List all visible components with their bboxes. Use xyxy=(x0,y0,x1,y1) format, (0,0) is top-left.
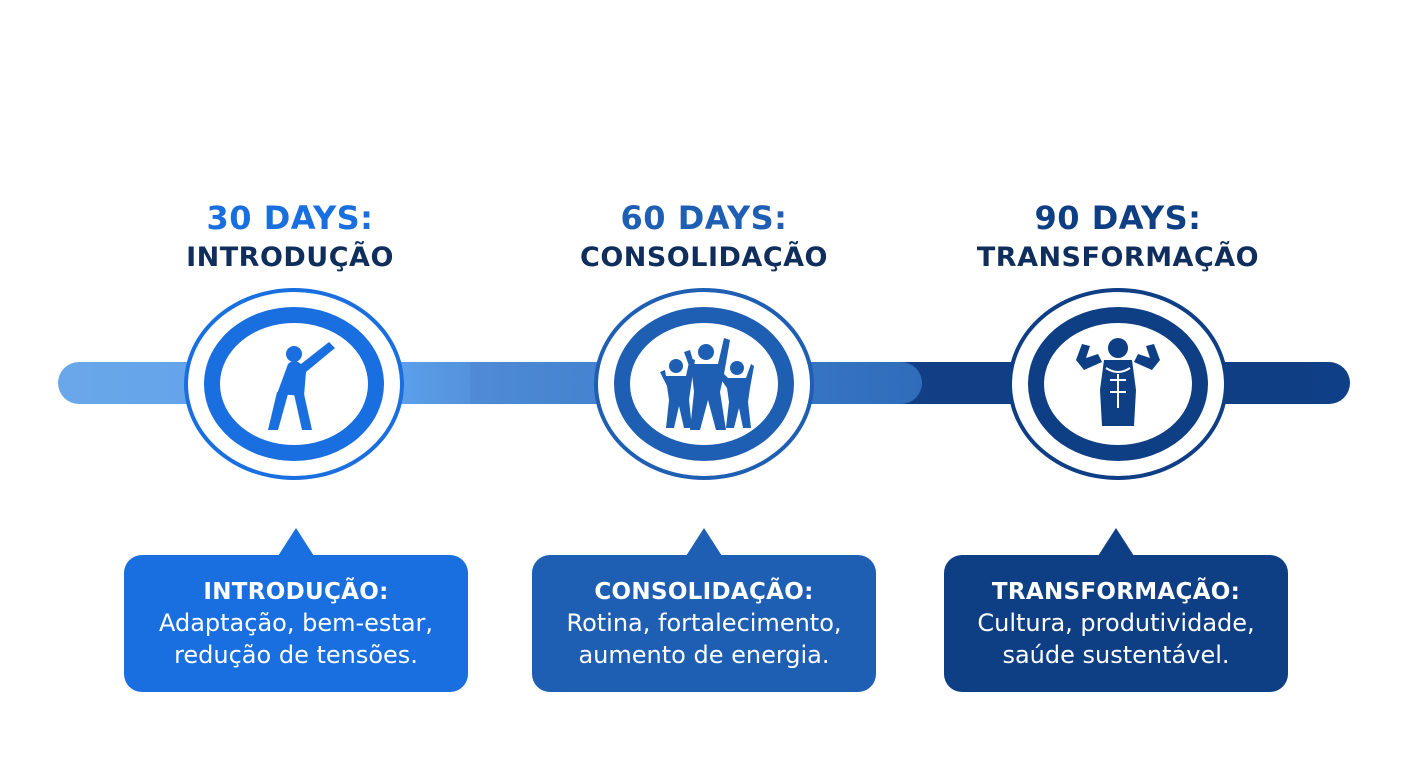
stage-60-heading: 60 DAYS: CONSOLIDAÇÃO xyxy=(524,196,884,276)
stage-30-card-line1: Adaptação, bem-estar, xyxy=(158,609,434,637)
stage-30-days: 30 DAYS: xyxy=(206,199,374,237)
muscular-person-icon xyxy=(1076,338,1160,426)
stage-90-card-line1: Cultura, produtividade, xyxy=(977,609,1255,637)
stage-90-heading: 90 DAYS: TRANSFORMAÇÃO xyxy=(938,196,1298,276)
stage-60-node xyxy=(594,288,814,480)
stage-30-card-title: INTRODUÇÃO: xyxy=(203,579,389,605)
stage-60-phase: CONSOLIDAÇÃO xyxy=(580,242,828,273)
stage-30-node xyxy=(184,288,404,480)
stage-30-card: INTRODUÇÃO: Adaptação, bem-estar, reduçã… xyxy=(124,528,468,692)
stage-90-node xyxy=(1008,288,1228,480)
stage-30-phase: INTRODUÇÃO xyxy=(186,242,394,273)
stage-60-days: 60 DAYS: xyxy=(620,199,788,237)
group-exercise-icon xyxy=(660,338,754,430)
stretching-person-icon xyxy=(268,342,335,430)
stage-90-card-title: TRANSFORMAÇÃO: xyxy=(991,579,1241,605)
stage-60-card-line1: Rotina, fortalecimento, xyxy=(566,609,842,637)
stage-90-card-line2: saúde sustentável. xyxy=(1002,641,1230,669)
stage-30-card-line2: redução de tensões. xyxy=(174,641,418,669)
stage-60-card-line2: aumento de energia. xyxy=(578,641,830,669)
stage-30-heading: 30 DAYS: INTRODUÇÃO xyxy=(110,196,470,276)
stage-90-phase: TRANSFORMAÇÃO xyxy=(976,242,1260,273)
stage-60-card: CONSOLIDAÇÃO: Rotina, fortalecimento, au… xyxy=(532,528,876,692)
stage-90-card: TRANSFORMAÇÃO: Cultura, produtividade, s… xyxy=(944,528,1288,692)
stage-90-days: 90 DAYS: xyxy=(1034,199,1202,237)
stage-60-card-title: CONSOLIDAÇÃO: xyxy=(594,579,814,605)
